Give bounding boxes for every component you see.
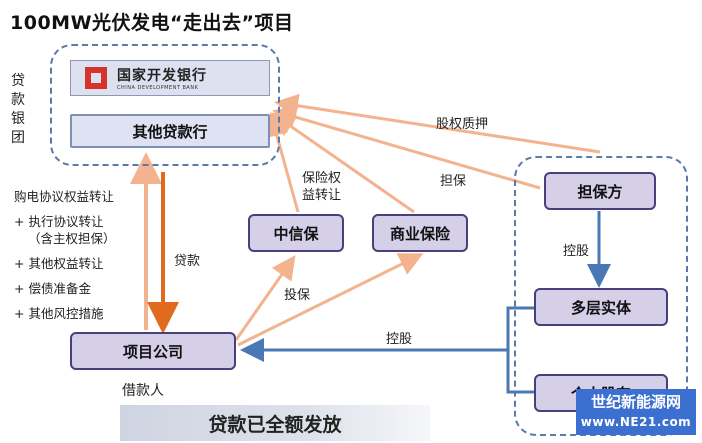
commercial-insurance-node: 商业保险 bbox=[372, 214, 468, 252]
label-holding-mid: 控股 bbox=[563, 244, 590, 259]
other-lenders-node: 其他贷款行 bbox=[70, 114, 270, 148]
label-equity-pledge: 股权质押 bbox=[436, 117, 489, 132]
guarantor-group bbox=[514, 156, 688, 436]
sinosure-node: 中信保 bbox=[248, 214, 344, 252]
watermark-name: 世纪新能源网 bbox=[590, 393, 681, 411]
cdb-logo-icon bbox=[85, 67, 107, 89]
cdb-name-cn: 国家开发银行 bbox=[117, 68, 207, 84]
multi-entity-node: 多层实体 bbox=[534, 288, 668, 326]
arrow-holding-main bbox=[240, 306, 548, 362]
measure-item: + 偿债准备金 bbox=[14, 281, 91, 296]
project-company-node: 项目公司 bbox=[70, 332, 236, 370]
risk-measures-list: 购电协议权益转让 + 执行协议转让 （含主权担保） + 其他权益转让 + 偿债准… bbox=[14, 184, 116, 326]
arrow-equity-pledge bbox=[274, 93, 601, 154]
label-insurance-transfer: 保险权 益转让 bbox=[302, 171, 342, 203]
measure-item: + 其他权益转让 bbox=[14, 256, 104, 271]
arrow-to-commercial-insurance bbox=[237, 253, 424, 347]
loan-disbursed-banner: 贷款已全额发放 bbox=[120, 405, 430, 441]
cdb-card: 国家开发银行 CHINA DEVELOPMENT BANK bbox=[70, 60, 270, 96]
measure-item: + 其他风控措施 bbox=[14, 306, 104, 321]
watermark-url: www.NE21.com bbox=[580, 415, 692, 429]
site-watermark: 世纪新能源网 www.NE21.com bbox=[576, 389, 696, 435]
arrow-guarantee bbox=[272, 105, 541, 190]
guarantor-node: 担保方 bbox=[544, 172, 656, 210]
cdb-name-en: CHINA DEVELOPMENT BANK bbox=[117, 85, 199, 91]
label-guarantee-insure: 投保 bbox=[284, 288, 311, 303]
arrow-insurance-to-lenders bbox=[271, 112, 415, 214]
label-holding-main: 控股 bbox=[386, 332, 413, 347]
measure-item: + 执行协议转让 bbox=[14, 214, 104, 229]
measure-item: （含主权担保） bbox=[28, 231, 116, 246]
page-title: 100MW光伏发电“走出去”项目 bbox=[10, 12, 294, 34]
label-loan: 贷款 bbox=[174, 254, 201, 269]
lenders-group bbox=[50, 44, 280, 166]
connector-individual bbox=[506, 350, 540, 394]
measure-item: 购电协议权益转让 bbox=[14, 189, 115, 204]
borrower-label: 借款人 bbox=[122, 383, 164, 399]
arrow-to-sinosure bbox=[234, 255, 296, 341]
label-guarantee: 担保 bbox=[440, 174, 467, 189]
lenders-side-label: 贷款银团 bbox=[11, 73, 25, 146]
